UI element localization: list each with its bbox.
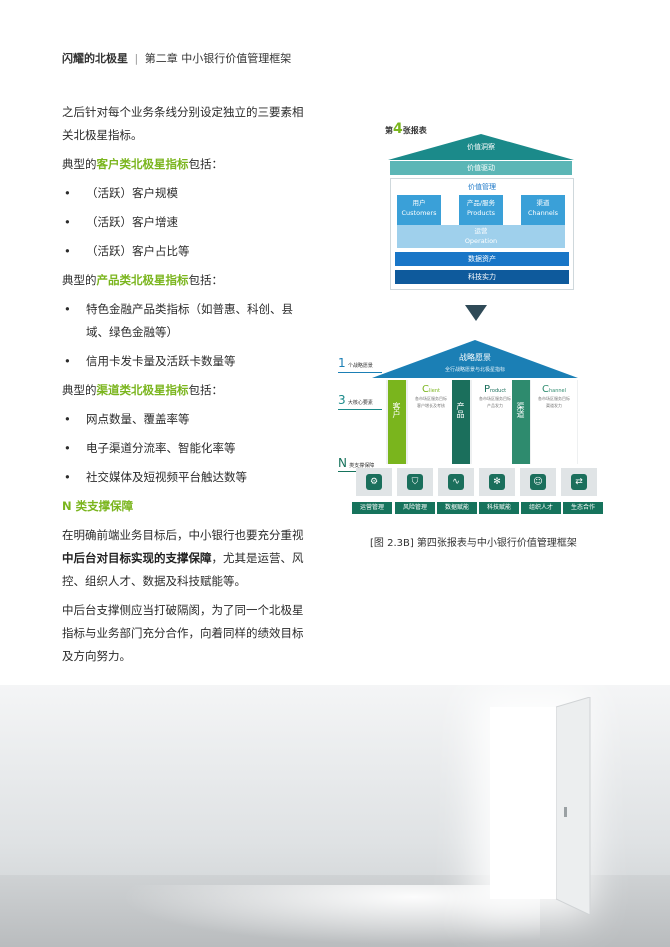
list-item: 特色金融产品类指标（如普惠、科创、县域、绿色金融等） bbox=[62, 298, 307, 344]
fig2-pillar-customer: 客户 bbox=[388, 380, 406, 464]
fig2-support-label: 运营管理 bbox=[352, 502, 392, 514]
list-item: （活跃）客户增速 bbox=[62, 211, 307, 234]
fig2-roof-title: 战略愿景 bbox=[459, 353, 491, 362]
arrow-down-icon bbox=[465, 305, 487, 321]
fig2-label-n: N 类支撑保障 bbox=[338, 456, 375, 470]
fig1-data-band: 数据资产 bbox=[395, 252, 569, 266]
fig1-drive-band: 价值驱动 bbox=[390, 161, 572, 175]
fig2-support-label: 数据赋能 bbox=[437, 502, 477, 514]
fig2-pillar-channel: 渠道 bbox=[512, 380, 530, 464]
list-item: 网点数量、覆盖率等 bbox=[62, 408, 307, 431]
door-panel bbox=[556, 697, 591, 915]
header-separator: | bbox=[134, 52, 139, 65]
fig2-leader-1 bbox=[338, 372, 382, 373]
fig2-roof-subtitle: 全行战略愿景与北极星指标 bbox=[444, 367, 505, 373]
risk-icon: ⛉ bbox=[407, 474, 423, 490]
body-text-column: 之后针对每个业务条线分别设定独立的三要素相关北极星指标。 典型的客户类北极星指标… bbox=[62, 101, 307, 674]
header-chapter: 第二章 中小银行价值管理框架 bbox=[144, 52, 292, 65]
list-item: （活跃）客户规模 bbox=[62, 182, 307, 205]
data-icon: ∿ bbox=[448, 474, 464, 490]
fig2-pillar-product: 产品 bbox=[452, 380, 470, 464]
fig2-card-product: Product 各市场区服务目标 产品发力 bbox=[472, 380, 518, 464]
fig1-mgmt-label: 价值管理 bbox=[468, 183, 496, 191]
fig2-roof bbox=[372, 340, 578, 378]
people-icon: ☺ bbox=[530, 474, 546, 490]
group-heading-customer: 典型的客户类北极星指标包括： bbox=[62, 157, 223, 171]
light-beam bbox=[120, 885, 540, 945]
operations-icon: ⚙ bbox=[366, 474, 382, 490]
fig2-support-label: 科技赋能 bbox=[479, 502, 519, 514]
group-heading-product: 典型的产品类北极星指标包括： bbox=[62, 273, 223, 287]
fig2-support-label: 生态合作 bbox=[563, 502, 603, 514]
list-item: 信用卡发卡量及活跃卡数量等 bbox=[62, 350, 307, 373]
tech-icon: ✻ bbox=[489, 474, 505, 490]
fig2-label-3: 3 大核心要素 bbox=[338, 393, 373, 407]
fig2-card-customer: Client 各市场区服务目标 客户增长及考核 bbox=[408, 380, 454, 464]
fig2-support-label: 风险管理 bbox=[395, 502, 435, 514]
intro-paragraph: 之后针对每个业务条线分别设定独立的三要素相关北极星指标。 bbox=[62, 105, 304, 142]
fig1-roof-label: 价值洞察 bbox=[467, 143, 495, 151]
n-section-title: N 类支撑保障 bbox=[62, 499, 134, 513]
fig2-label-1: 1 个战略愿景 bbox=[338, 356, 373, 370]
fig2-leader-3 bbox=[338, 409, 382, 410]
fig1-title: 第4张报表 bbox=[385, 121, 427, 137]
ecosystem-icon: ⇄ bbox=[571, 474, 587, 490]
header-title: 闪耀的北极星 bbox=[62, 52, 128, 65]
group-heading-channel: 典型的渠道类北极星指标包括： bbox=[62, 383, 223, 397]
list-item: 电子渠道分流率、智能化率等 bbox=[62, 437, 307, 460]
n-section-paragraph-2: 中后台支撑侧应当打破隔阂，为了同一个北极星指标与业务部门充分合作，向着同样的绩效… bbox=[62, 603, 304, 663]
fig1-roof bbox=[388, 134, 574, 160]
list-item: 社交媒体及短视频平台触达数等 bbox=[62, 466, 307, 489]
running-header: 闪耀的北极星 | 第二章 中小银行价值管理框架 bbox=[62, 50, 291, 66]
fig2-card-channel: Channel 各市场区服务目标 渠道发力 bbox=[531, 380, 577, 464]
list-item: （活跃）客户占比等 bbox=[62, 240, 307, 263]
fig2-support-label: 组织人才 bbox=[521, 502, 561, 514]
fig1-tech-band: 科技实力 bbox=[395, 270, 569, 284]
figure-caption: [图 2.3B] 第四张报表与中小银行价值管理框架 bbox=[370, 538, 577, 549]
n-section-paragraph-1: 在明确前端业务目标后，中小银行也要充分重视中后台对目标实现的支撑保障，尤其是运营… bbox=[62, 528, 304, 588]
door-photo bbox=[0, 685, 670, 947]
